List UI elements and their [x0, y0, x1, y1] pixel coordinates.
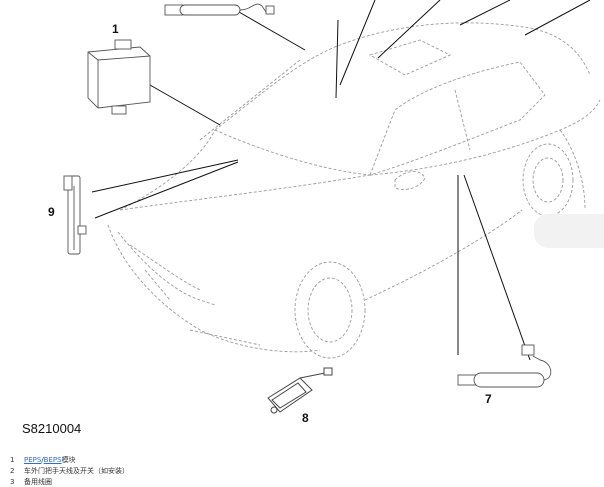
legend-separator: /: [41, 455, 44, 464]
legend-text: 模块: [61, 455, 76, 464]
legend-row: 1 PEPS / BEPS 模块: [10, 454, 410, 465]
legend-number: 3: [10, 477, 15, 486]
legend-number: 1: [10, 455, 15, 464]
peps-module: [87, 39, 151, 115]
legend-row: 3 备用线圈: [10, 476, 410, 487]
callout-9: 9: [48, 205, 55, 219]
top-antenna: [164, 3, 275, 16]
legend-row: 2 车外门把手天线及开关（如安装）: [10, 465, 410, 476]
peps-system-diagram: [63, 0, 601, 414]
vehicle-outline: [107, 22, 601, 359]
legend: 1 PEPS / BEPS 模块 2 车外门把手天线及开关（如安装） 3 备用线…: [10, 454, 410, 487]
callout-7: 7: [485, 392, 492, 406]
legend-number: 2: [10, 466, 15, 475]
key-fob: [267, 367, 333, 414]
callout-1: 1: [112, 22, 119, 36]
legend-text: 车外门把手天线及开关（如安装）: [24, 466, 129, 475]
legend-text: 备用线圈: [24, 477, 52, 486]
leader-lines: [91, 0, 591, 361]
interior-antenna: [63, 175, 87, 255]
scroll-hint-overlay: [534, 214, 604, 248]
beps-link[interactable]: BEPS: [43, 455, 62, 464]
callout-8: 8: [302, 411, 309, 425]
peps-link[interactable]: PEPS: [24, 455, 42, 464]
figure-id: S8210004: [22, 421, 82, 436]
door-handle-antenna: [457, 344, 552, 388]
